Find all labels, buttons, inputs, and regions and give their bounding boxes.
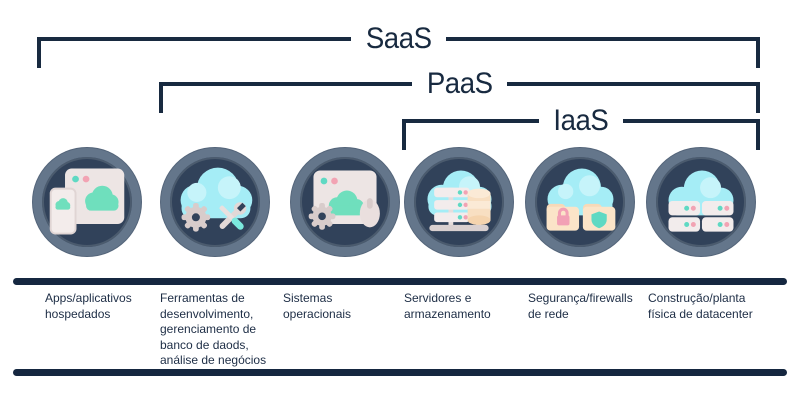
iaas-bracket-line-right — [622, 119, 760, 123]
item-label-hosted-apps: Apps/aplicativos hospedados — [45, 291, 132, 321]
iaas-bracket-right-tick — [756, 119, 760, 150]
operating-systems-icon — [308, 170, 380, 230]
network-security-icon — [546, 168, 616, 231]
datacenter-icon — [668, 170, 734, 232]
dev-tools-icon — [180, 167, 253, 232]
hosted-apps-icon — [49, 168, 125, 235]
saas-label: SaaS — [365, 22, 432, 55]
shield-folder — [582, 203, 616, 231]
iaas-label: IaaS — [553, 104, 609, 137]
iaas-bracket-line-left — [402, 119, 540, 123]
saas-bracket-line-right — [446, 37, 761, 41]
icon-circle-dev-tools — [161, 148, 269, 256]
saas-bracket-right-tick — [756, 37, 760, 68]
divider-bottom-line — [13, 369, 787, 376]
item-label-operating-systems: Sistemas operacionais — [283, 291, 352, 321]
paas-bracket-line-right — [507, 82, 761, 86]
paas-bracket-right-tick — [756, 82, 760, 113]
iaas-bracket-left-tick — [402, 119, 406, 150]
paas-bracket-line-left — [159, 82, 412, 86]
item-label-datacenter: Construção/planta física de datacenter — [648, 291, 753, 321]
divider-top-line — [13, 278, 787, 285]
icon-circle-servers-storage — [405, 148, 513, 256]
paas-label: PaaS — [426, 67, 493, 100]
paas-bracket: PaaS — [159, 66, 761, 113]
iaas-bracket: IaaS — [402, 103, 760, 150]
icon-circle-hosted-apps — [33, 148, 141, 256]
paas-bracket-left-tick — [159, 82, 163, 113]
icon-circle-network-security — [526, 148, 634, 256]
icon-circle-operating-systems — [291, 148, 399, 256]
servers-storage-icon — [427, 170, 492, 232]
saas-bracket-left-tick — [37, 37, 41, 68]
icon-circle-datacenter — [647, 148, 755, 256]
item-label-dev-tools: Ferramentas de desenvolvimento, gerencia… — [160, 291, 267, 367]
item-label-network-security: Segurança/firewalls de rede — [528, 291, 633, 321]
locked-folder — [546, 203, 580, 231]
saas-bracket: SaaS — [37, 21, 761, 68]
saas-bracket-line-left — [37, 37, 351, 41]
item-label-servers-storage: Servidores e armazenamento — [404, 291, 491, 321]
